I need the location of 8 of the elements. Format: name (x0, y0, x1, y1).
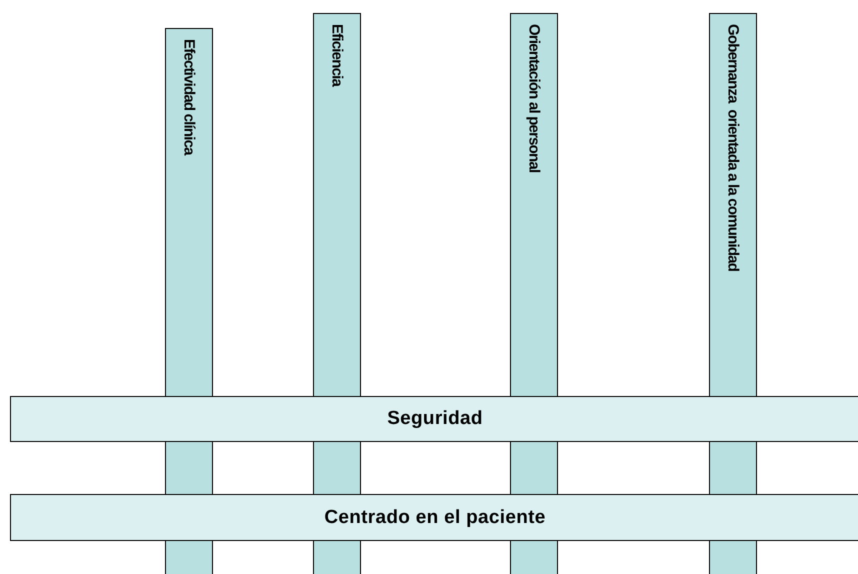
pillar-label: Efectividad clínica (180, 39, 198, 155)
band-label: Centrado en el paciente (324, 506, 546, 528)
horizontal-band-bar (10, 494, 858, 541)
pillar-label: Eficiencia (328, 24, 346, 86)
horizontal-band-bar (10, 396, 858, 442)
pillar-label: Gobernanza orientada a la comunidad (724, 24, 742, 272)
band-label: Seguridad (387, 408, 483, 430)
pillar-label: Orientación al personal (526, 24, 542, 172)
